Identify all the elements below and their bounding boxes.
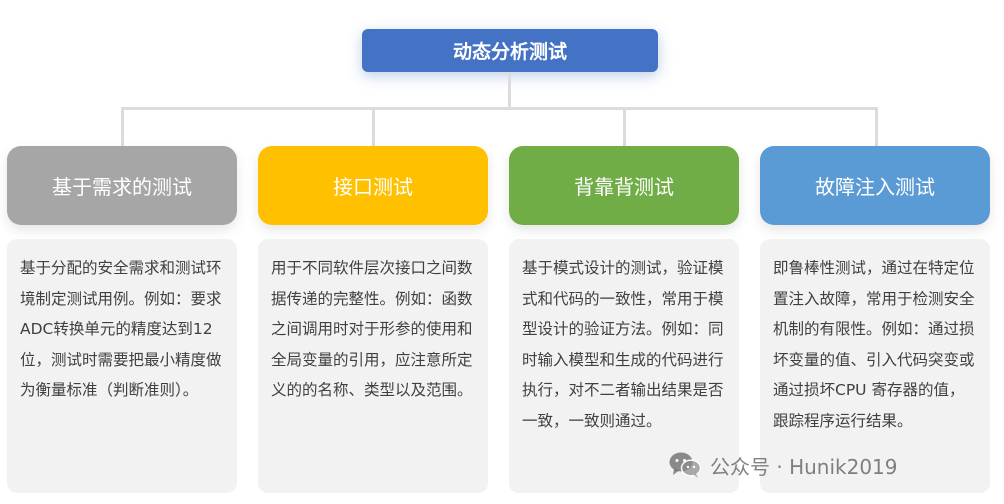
connector-branch-3 bbox=[623, 107, 626, 147]
category-head-fault-injection: 故障注入测试 bbox=[760, 146, 990, 225]
category-body-back-to-back: 基于模式设计的测试，验证模式和代码的一致性，常用于模型设计的验证方法。例如：同时… bbox=[509, 239, 739, 493]
category-description: 用于不同软件层次接口之间数据传递的完整性。例如：函数之间调用时对于形参的使用和全… bbox=[271, 259, 473, 399]
category-description: 基于模式设计的测试，验证模式和代码的一致性，常用于模型设计的验证方法。例如：同时… bbox=[522, 259, 724, 430]
category-body-fault-injection: 即鲁棒性测试，通过在特定位置注入故障，常用于检测安全机制的有限性。例如：通过损坏… bbox=[760, 239, 990, 493]
category-head-requirements: 基于需求的测试 bbox=[7, 146, 237, 225]
category-description: 即鲁棒性测试，通过在特定位置注入故障，常用于检测安全机制的有限性。例如：通过损坏… bbox=[773, 259, 975, 430]
category-title: 故障注入测试 bbox=[815, 175, 935, 199]
connector-bar bbox=[121, 107, 878, 110]
connector-branch-1 bbox=[121, 107, 124, 147]
category-body-interface: 用于不同软件层次接口之间数据传递的完整性。例如：函数之间调用时对于形参的使用和全… bbox=[258, 239, 488, 493]
watermark: 公众号 · Hunik2019 bbox=[668, 447, 898, 483]
category-title: 背靠背测试 bbox=[574, 175, 674, 199]
root-title: 动态分析测试 bbox=[452, 41, 567, 63]
connector-trunk bbox=[508, 72, 511, 108]
category-title: 基于需求的测试 bbox=[52, 175, 192, 199]
connector-branch-4 bbox=[875, 107, 878, 147]
category-head-back-to-back: 背靠背测试 bbox=[509, 146, 739, 225]
root-node: 动态分析测试 bbox=[362, 29, 658, 72]
watermark-text: 公众号 · Hunik2019 bbox=[710, 454, 898, 479]
category-body-requirements: 基于分配的安全需求和测试环境制定测试用例。例如：要求ADC转换单元的精度达到12… bbox=[7, 239, 237, 493]
category-title: 接口测试 bbox=[333, 175, 413, 199]
connector-branch-2 bbox=[372, 107, 375, 147]
category-head-interface: 接口测试 bbox=[258, 146, 488, 225]
category-description: 基于分配的安全需求和测试环境制定测试用例。例如：要求ADC转换单元的精度达到12… bbox=[20, 259, 222, 399]
wechat-icon bbox=[669, 452, 702, 478]
